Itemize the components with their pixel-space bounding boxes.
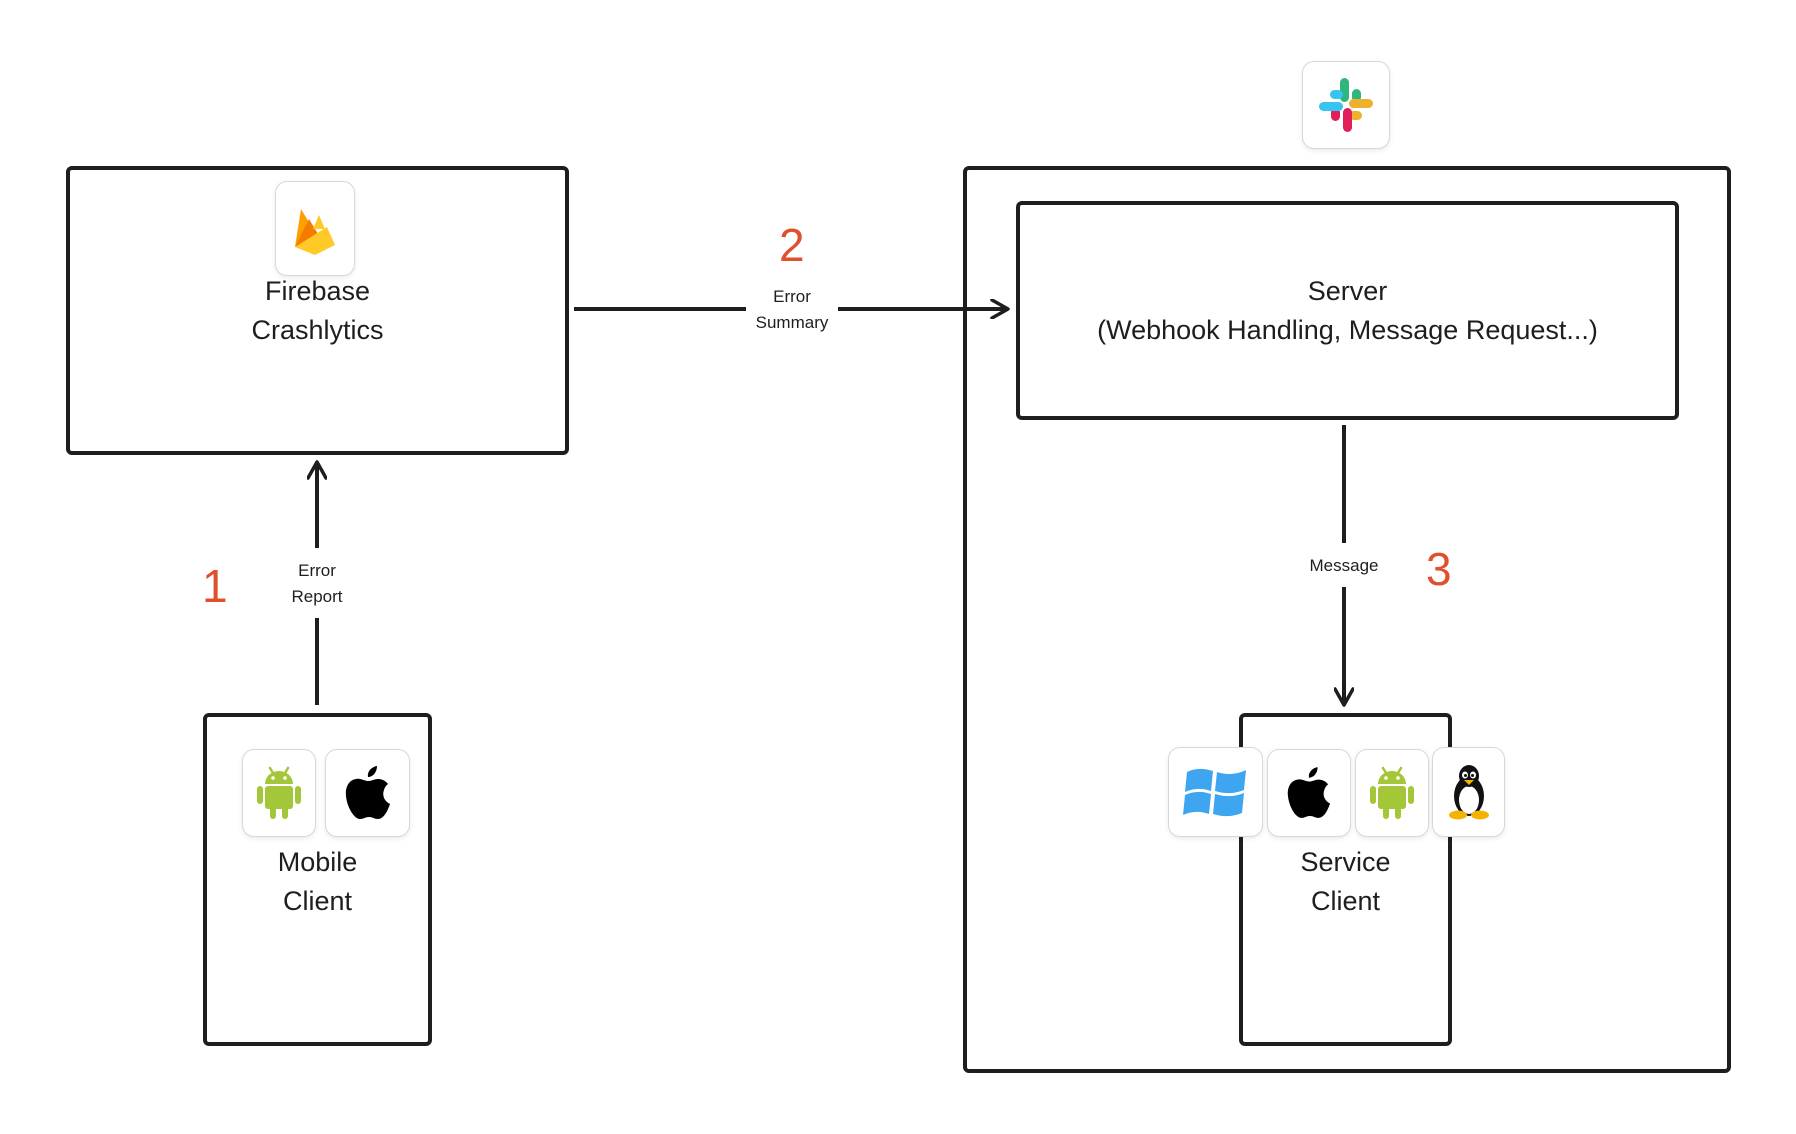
error-summary-label-line2: Summary — [755, 313, 829, 332]
slack-tile — [1302, 61, 1390, 149]
step-number-2: 2 — [779, 219, 805, 271]
service-client-label: Service Client — [1239, 843, 1452, 921]
windows-tile — [1168, 747, 1263, 837]
android-icon — [257, 766, 301, 819]
firebase-icon — [295, 208, 335, 255]
android-tile-service — [1355, 749, 1429, 837]
android-icon — [1370, 766, 1414, 819]
mobile-client-label-line2: Client — [282, 886, 353, 916]
firebase-label-line1: Firebase — [264, 276, 371, 306]
error-summary-label: Error Summary — [746, 284, 838, 336]
service-client-label-line2: Client — [1310, 886, 1381, 916]
firebase-crashlytics-box — [66, 166, 569, 455]
linux-tile — [1432, 747, 1505, 837]
service-client-label-line1: Service — [1300, 847, 1391, 877]
server-label-line2: (Webhook Handling, Message Request...) — [1097, 315, 1598, 345]
server-label-line1: Server — [1307, 276, 1388, 306]
error-report-label: Error Report — [276, 558, 358, 610]
linux-icon — [1448, 765, 1489, 820]
error-summary-label-line1: Error — [773, 287, 811, 306]
slack-icon — [1319, 78, 1373, 132]
mobile-client-label-line1: Mobile — [277, 847, 358, 877]
error-report-label-line1: Error — [298, 561, 336, 580]
service-client-box — [1239, 713, 1452, 1046]
mobile-client-box — [203, 713, 432, 1046]
apple-tile — [325, 749, 410, 837]
windows-icon — [1182, 768, 1246, 817]
apple-icon — [1287, 767, 1331, 818]
server-label: Server (Webhook Handling, Message Reques… — [1016, 272, 1679, 350]
error-report-label-line2: Report — [291, 587, 343, 606]
step-number-3: 3 — [1426, 543, 1452, 595]
apple-tile-service — [1267, 749, 1351, 837]
server-box — [1016, 201, 1679, 420]
firebase-tile — [275, 181, 355, 276]
slack-workspace-container — [963, 166, 1731, 1073]
firebase-label-line2: Crashlytics — [251, 315, 384, 345]
firebase-crashlytics-label: Firebase Crashlytics — [66, 272, 569, 350]
step-number-1: 1 — [202, 560, 228, 612]
mobile-client-label: Mobile Client — [203, 843, 432, 921]
android-tile — [242, 749, 316, 837]
apple-icon — [345, 766, 390, 819]
message-label: Message — [1302, 553, 1386, 579]
